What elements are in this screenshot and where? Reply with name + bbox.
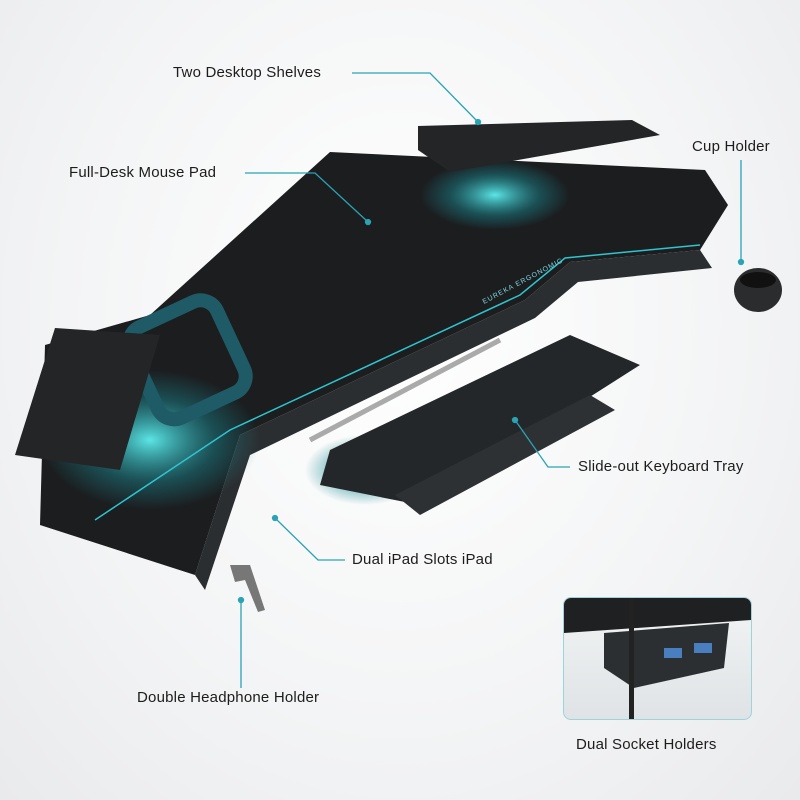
shelf-right bbox=[418, 120, 660, 172]
label-cup-holder: Cup Holder bbox=[692, 138, 770, 155]
wrist-rest bbox=[395, 395, 615, 515]
socket-holder-inset bbox=[563, 597, 752, 720]
socket-slot bbox=[694, 643, 712, 653]
label-keyboard-tray: Slide-out Keyboard Tray bbox=[578, 458, 744, 475]
inset-desk bbox=[564, 598, 751, 633]
desk-front-edge bbox=[195, 250, 712, 590]
label-headphone-holder: Double Headphone Holder bbox=[137, 689, 320, 706]
label-socket-holders: Dual Socket Holders bbox=[576, 736, 717, 753]
socket-slot bbox=[664, 648, 682, 658]
label-mouse-pad: Full-Desk Mouse Pad bbox=[69, 164, 217, 181]
label-ipad-slots: Dual iPad Slots iPad bbox=[352, 551, 493, 568]
inset-leg bbox=[629, 598, 634, 719]
keyboard-tray bbox=[320, 335, 640, 505]
label-shelves: Two Desktop Shelves bbox=[173, 64, 322, 81]
cup-holder-ring bbox=[740, 272, 776, 288]
desk-accent-line bbox=[94, 244, 701, 521]
headphone-holder bbox=[230, 565, 265, 612]
callout-lines bbox=[237, 72, 745, 688]
shelf-left bbox=[15, 328, 160, 470]
glow-top bbox=[420, 160, 570, 230]
tray-rail bbox=[308, 337, 502, 443]
